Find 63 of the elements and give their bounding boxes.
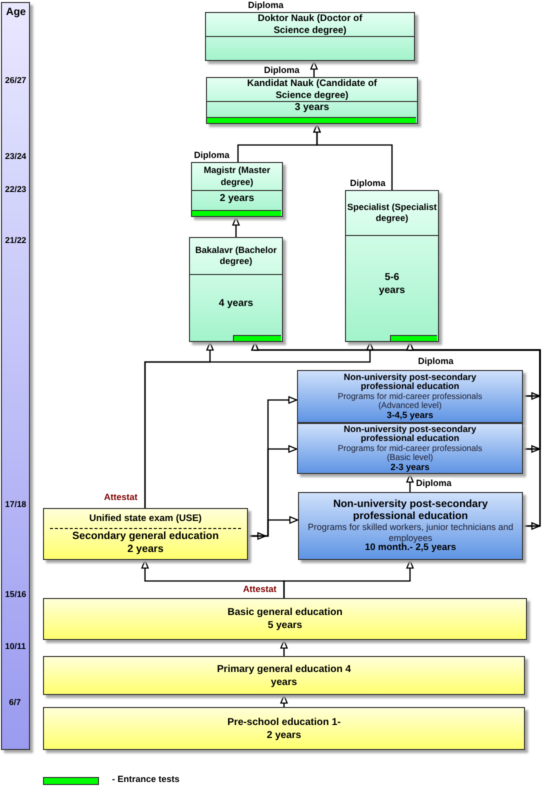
certificate-label: Attestat	[104, 492, 138, 502]
age-label: 6/7	[9, 697, 21, 707]
arrow	[406, 474, 414, 492]
arrow	[232, 216, 240, 237]
arrow	[248, 516, 298, 537]
box-title: Non-university post-secondary professional education	[332, 498, 489, 522]
box-title: Specialist (Specialist degree)	[347, 202, 437, 224]
age-label: 17/18	[5, 499, 26, 509]
education-box	[298, 492, 523, 560]
box-title: Bakalavr (Bachelor degree)	[194, 244, 278, 268]
box-description: Programs for skilled workers, junior technicians and employees	[306, 522, 514, 543]
age-label: 15/16	[5, 589, 26, 599]
box-title: Kandidat Nauk (Candidate of Science degree)	[246, 78, 378, 102]
education-box	[43, 707, 525, 750]
education-box	[297, 423, 523, 474]
arrow	[283, 560, 414, 598]
age-label: 26/27	[5, 75, 26, 85]
edge-label: Diploma	[416, 478, 452, 488]
arrow	[280, 694, 288, 707]
age-label: 10/11	[5, 641, 26, 651]
age-label: 21/22	[5, 235, 26, 245]
arrow	[280, 640, 288, 656]
box-title: Unified state exam (USE)	[89, 512, 202, 524]
duration-text: 3-4,5 years	[386, 410, 434, 420]
axis-title: Age	[6, 6, 26, 18]
duration-text: 10 month.- 2,5 years	[364, 542, 456, 554]
box-title: Non-university post-secondary professional education	[342, 372, 478, 392]
diploma-label: Diploma	[350, 178, 386, 188]
box-description: Programs for mid-career professionals (Advanced level)	[336, 392, 484, 411]
degree-box	[206, 77, 418, 124]
duration-text: 4 years	[218, 298, 254, 310]
box-description: Programs for mid-career professionals (Basic level)	[336, 444, 484, 463]
degree-box	[205, 12, 415, 61]
box-title: Doktor Nauk (Doctor of Science degree)	[256, 12, 364, 36]
arrow	[313, 124, 393, 190]
arrow	[144, 342, 374, 508]
duration-text: Secondary general education 2 years	[71, 530, 220, 556]
education-box	[43, 508, 248, 560]
age-label: 23/24	[5, 151, 26, 161]
duration-text: 3 years	[294, 102, 330, 115]
diploma-label: Diploma	[194, 150, 230, 160]
duration-text: 2 years	[220, 193, 254, 206]
box-title: Basic general education 5 years	[226, 606, 344, 632]
certificate-label: Attestat	[243, 584, 277, 594]
diploma-label: Diploma	[418, 356, 454, 366]
degree-box	[345, 190, 439, 342]
box-title: Primary general education 4 years	[216, 662, 352, 688]
diploma-label: Diploma	[264, 65, 300, 75]
box-title: Magistr (Master degree)	[202, 165, 272, 188]
education-box	[43, 598, 527, 640]
education-box	[43, 656, 525, 695]
degree-box	[191, 162, 283, 217]
duration-text: 5-6 years	[378, 272, 406, 297]
duration-text: 2-3 years	[390, 462, 430, 472]
arrow	[310, 60, 318, 77]
age-label: 22/23	[5, 184, 26, 194]
education-box	[297, 370, 523, 423]
box-title: Non-university post-secondary professional education	[342, 424, 478, 444]
legend-label: - Entrance tests	[112, 774, 180, 784]
degree-box	[189, 237, 283, 342]
box-title: Pre-school education 1-2 years	[226, 716, 342, 742]
arrow	[406, 342, 541, 527]
diploma-label: Diploma	[248, 0, 284, 10]
